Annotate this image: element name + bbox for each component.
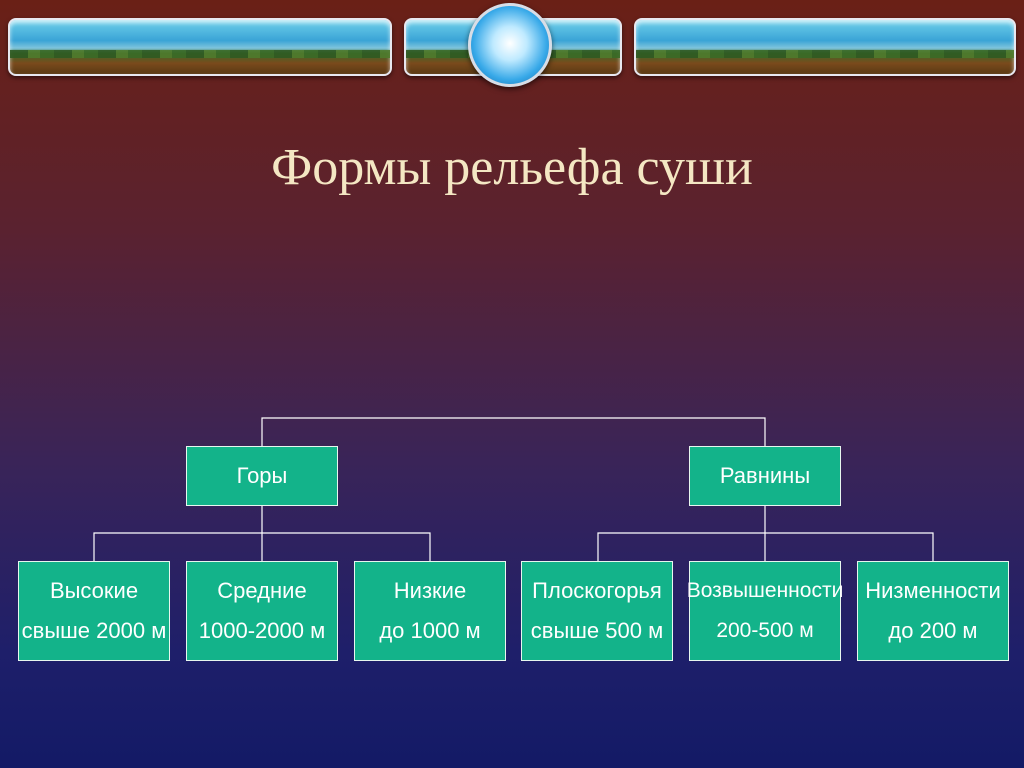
node-vysokie-line1: Высокие <box>49 578 139 603</box>
node-ploskogorya: Плоскогорья свыше 500 м <box>521 561 673 661</box>
node-vozvyshennosti-line1: Возвышенности <box>686 579 844 602</box>
node-vozvyshennosti-line2: 200-500 м <box>716 619 814 642</box>
node-nizmennosti-line1: Низменности <box>865 578 1001 603</box>
node-nizkie-line1: Низкие <box>393 578 467 603</box>
connector-top <box>261 417 766 446</box>
landscape-banner-left <box>8 18 392 76</box>
node-ravniny: Равнины <box>689 446 841 506</box>
node-ploskogorya-line2: свыше 500 м <box>530 618 664 643</box>
slide-title: Формы рельефа суши <box>271 139 753 196</box>
node-gory: Горы <box>186 446 338 506</box>
node-vozvyshennosti: Возвышенности 200-500 м <box>686 561 844 661</box>
node-srednie-line1: Средние <box>217 578 307 603</box>
node-srednie: Средние 1000-2000 м <box>186 561 338 661</box>
node-ploskogorya-line1: Плоскогорья <box>532 578 662 603</box>
node-nizmennosti: Низменности до 200 м <box>857 561 1009 661</box>
globe-orb-icon <box>468 3 552 87</box>
landscape-banner-right <box>634 18 1016 76</box>
node-nizkie-line2: до 1000 м <box>379 618 481 643</box>
node-gory-label: Горы <box>236 463 288 488</box>
node-srednie-line2: 1000-2000 м <box>198 618 326 643</box>
node-nizmennosti-line2: до 200 м <box>888 618 978 643</box>
node-vysokie-line2: свыше 2000 м <box>21 618 167 643</box>
node-vysokie: Высокие свыше 2000 м <box>18 561 170 661</box>
node-ravniny-label: Равнины <box>719 463 811 488</box>
node-nizkie: Низкие до 1000 м <box>354 561 506 661</box>
